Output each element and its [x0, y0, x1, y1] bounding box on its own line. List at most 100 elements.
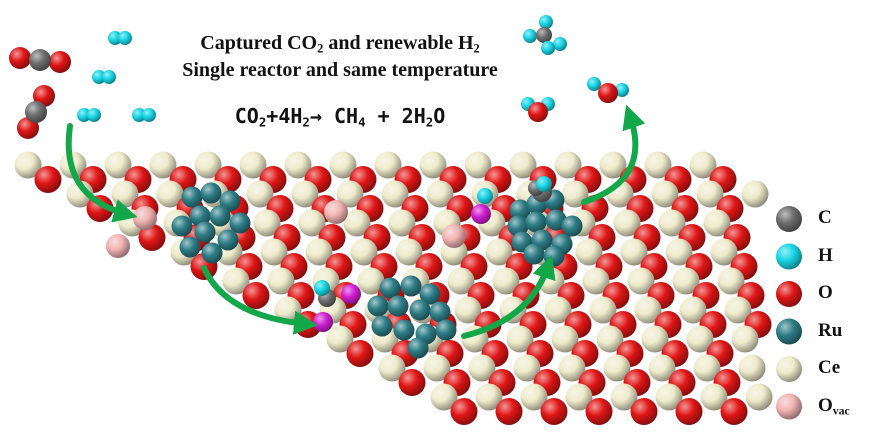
ru-atom	[393, 319, 415, 341]
ce-atom	[599, 151, 627, 179]
ceria-slab	[14, 151, 773, 425]
ce-atom	[520, 383, 548, 411]
ce-atom	[350, 238, 378, 266]
oxygen-vacancy	[442, 224, 466, 248]
title-line-1: Captured CO2 and renewable H2	[200, 32, 480, 56]
ce-atom	[381, 180, 409, 208]
ce-atom	[430, 383, 458, 411]
reaction-equation: CO2+4H2→ CH4 + 2H2O	[234, 104, 446, 130]
ce-atom	[506, 325, 534, 353]
ce-atom	[658, 209, 686, 237]
h2-atom	[92, 70, 106, 84]
legend-sphere	[776, 356, 802, 382]
ce-atom	[468, 354, 496, 382]
h2-atom	[102, 70, 116, 84]
ce-atom	[672, 267, 700, 295]
ch4-hydrogen	[541, 41, 555, 55]
o-atom	[495, 398, 523, 425]
ce-atom	[246, 180, 274, 208]
ru-atom	[561, 215, 583, 237]
ce-atom	[648, 354, 676, 382]
ce-atom	[378, 354, 406, 382]
ce-atom	[239, 151, 267, 179]
ce-atom	[554, 151, 582, 179]
ce-atom	[686, 325, 714, 353]
legend-label: O	[818, 282, 833, 303]
adsorbed-hydrogen	[314, 280, 330, 296]
ce-atom	[665, 238, 693, 266]
ru-atom	[379, 277, 401, 299]
h2o-oxygen	[598, 83, 618, 103]
h2-atom	[108, 31, 122, 45]
ru-atom	[545, 209, 567, 231]
o-atom	[138, 224, 166, 251]
ru-atom	[400, 275, 422, 297]
ce-atom	[565, 383, 593, 411]
ce-atom	[634, 296, 662, 324]
legend	[776, 206, 802, 420]
ce-atom	[620, 238, 648, 266]
reaction-arrows	[65, 104, 646, 339]
h2-atom	[142, 108, 156, 122]
ru-atom	[171, 215, 193, 237]
ce-atom	[509, 151, 537, 179]
ru-atom	[367, 295, 389, 317]
ru-clusters	[171, 176, 583, 359]
ru-atom	[200, 182, 222, 204]
legend-label: C	[818, 207, 832, 228]
ru-atom	[219, 190, 241, 212]
legend-label: Ru	[818, 319, 843, 341]
ce-atom	[464, 151, 492, 179]
ru-atom	[429, 301, 451, 323]
o-atom	[585, 398, 613, 425]
ce-atom	[513, 354, 541, 382]
ru-atom	[229, 212, 251, 234]
ce-atom	[596, 325, 624, 353]
ce-atom	[582, 267, 610, 295]
co2-carbon	[29, 49, 51, 71]
o-atom	[675, 398, 703, 425]
ce-atom	[329, 151, 357, 179]
o-atom	[398, 369, 426, 396]
ce-atom	[651, 180, 679, 208]
ce-atom	[724, 296, 752, 324]
h2o-hydrogen	[615, 83, 629, 97]
o-atom	[34, 166, 62, 193]
ru-atom	[419, 283, 441, 305]
ce-atom	[374, 151, 402, 179]
o-atom	[450, 398, 478, 425]
ce-atom	[603, 354, 631, 382]
ce-atom	[485, 238, 513, 266]
h2-atom	[77, 108, 91, 122]
ce-atom	[149, 151, 177, 179]
reaction-arrow	[581, 104, 646, 205]
ch4-hydrogen	[553, 37, 567, 51]
ru-atom	[525, 211, 547, 233]
ru-atom	[371, 315, 393, 337]
ce-atom	[395, 238, 423, 266]
o-atom	[630, 398, 658, 425]
co2-oxygen	[9, 47, 31, 69]
ce-atom	[717, 267, 745, 295]
ce-atom	[741, 180, 769, 208]
gas-molecules	[9, 15, 629, 139]
ce-atom	[291, 180, 319, 208]
ce-atom	[492, 267, 520, 295]
ru-atom	[201, 242, 223, 264]
ce-atom	[613, 209, 641, 237]
ce-atom	[551, 325, 579, 353]
ce-atom	[644, 151, 672, 179]
legend-label: H	[818, 244, 833, 266]
ce-atom	[357, 267, 385, 295]
ce-atom	[426, 180, 454, 208]
o-atom	[720, 398, 748, 425]
h2-atom	[118, 31, 132, 45]
ru-atom	[194, 221, 216, 243]
ce-atom	[475, 383, 503, 411]
reaction-arrow	[65, 123, 138, 223]
ru-atom	[435, 319, 457, 341]
ce-atom	[738, 354, 766, 382]
ce-atom	[558, 354, 586, 382]
ce-atom	[388, 209, 416, 237]
o-atom	[540, 398, 568, 425]
